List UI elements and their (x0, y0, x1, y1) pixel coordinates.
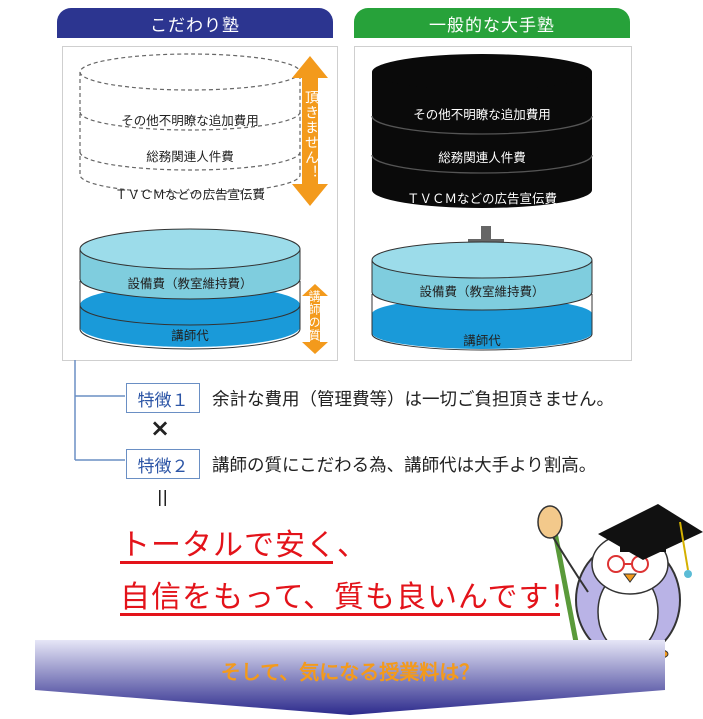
equals-symbol: ＝ (148, 486, 174, 510)
feature-badge-2: 特徴２ (126, 449, 200, 479)
left-other-label: その他不明瞭な追加費用 (121, 113, 259, 128)
footer-banner-shape (35, 640, 665, 715)
times-symbol: × (150, 414, 171, 442)
left-general-label: 総務関連人件費 (146, 149, 234, 164)
feature-text-2: 講師の質にこだわる為、講師代は大手より割高。 (212, 456, 597, 476)
headline-underline-2 (120, 613, 560, 616)
feature-text-1: 余計な費用（管理費等）は一切ご負担頂きません。 (212, 390, 614, 410)
left-facility-label: 設備費（教室維持費） (127, 276, 253, 291)
right-instructor-label: 講師代 (463, 333, 501, 348)
not-charged-text: 頂きません！ (303, 90, 319, 180)
quality-text: 講師の質 (307, 290, 321, 342)
headline-line-1: トータルで安く、 (120, 528, 368, 563)
penguin-mascot-image (537, 504, 703, 661)
headline-underline-1 (120, 561, 333, 564)
left-instructor-label: 講師代 (171, 328, 209, 343)
quality-arrow (302, 284, 328, 354)
footer-banner-text: そして、気になる授業料は？ (220, 660, 480, 684)
right-other-label: その他不明瞭な追加費用 (413, 107, 551, 122)
right-tab: 一般的な大手塾 (354, 8, 630, 38)
left-tab: こだわり塾 (57, 8, 333, 38)
orange-double-arrow (292, 56, 328, 206)
right-ad-label: ＴＶＣＭなどの広告宣伝費 (406, 191, 557, 206)
left-blue-stack (79, 228, 301, 350)
left-dashed-stack (79, 53, 301, 194)
right-blue-stack (371, 241, 593, 351)
headline-line-2: 自信をもって、質も良いんです！！ (120, 580, 612, 615)
right-facility-label: 設備費（教室維持費） (419, 284, 545, 299)
feature-badge-1: 特徴１ (126, 383, 200, 413)
right-general-label: 総務関連人件費 (438, 150, 526, 165)
right-black-stack (371, 54, 593, 208)
left-ad-label: ＴＶＣＭなどの広告宣伝費 (114, 187, 265, 202)
connector-lines (74, 360, 125, 461)
